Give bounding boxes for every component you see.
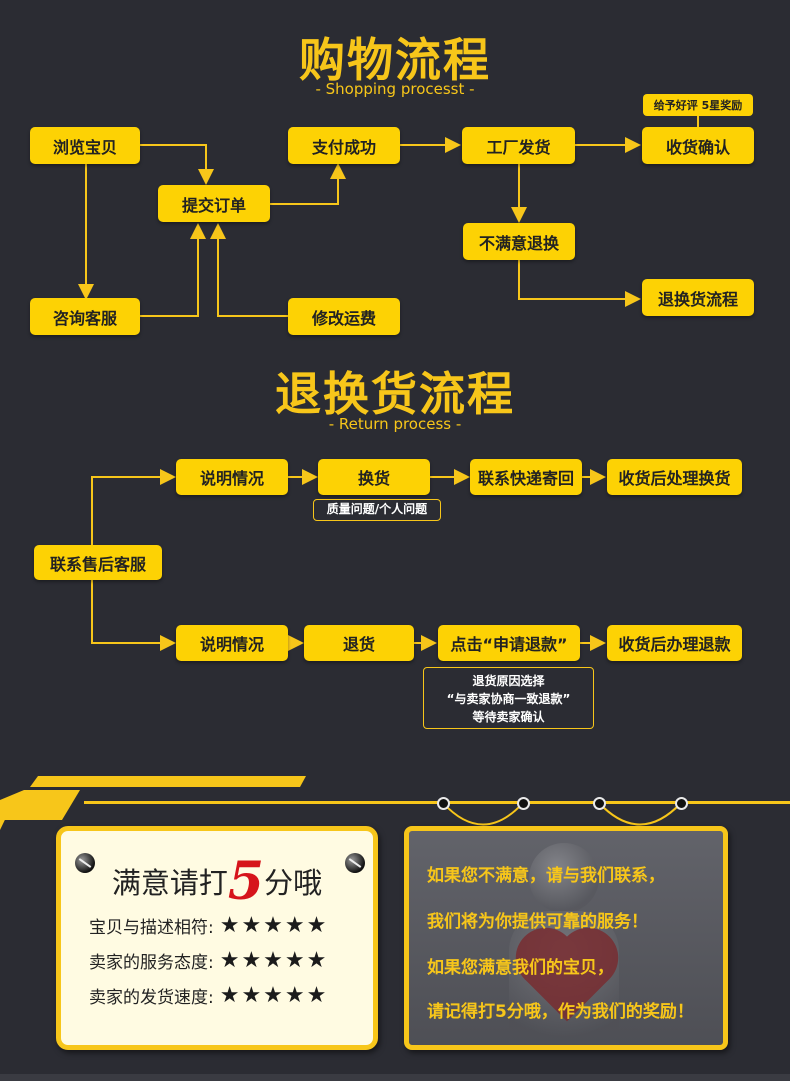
- node-exchange: 换货: [318, 459, 430, 495]
- review-reward-tag: 给予好评 5星奖励: [643, 94, 753, 116]
- shopping-title: 购物流程: [299, 33, 491, 87]
- returns-subtitle: - Return process -: [328, 415, 462, 433]
- message-line: 请记得打5分哦，作为我们的奖励！: [427, 1002, 694, 1022]
- star-rating-icons: ★★★★★: [219, 982, 329, 1008]
- message-line: 我们将为你提供可靠的服务！: [427, 912, 648, 932]
- rating-row-service: 卖家的服务态度: ★★★★★: [89, 947, 329, 973]
- node-process-exchange: 收货后处理换货: [607, 459, 742, 495]
- star-rating-icons: ★★★★★: [219, 947, 329, 973]
- node-contact-aftersales: 联系售后客服: [34, 545, 162, 580]
- figure-illustration: [529, 843, 599, 913]
- rating-panel: 满意请打5分哦 宝贝与描述相符: ★★★★★ 卖家的服务态度: ★★★★★ 卖家…: [56, 826, 378, 1050]
- bolt-icon: [437, 797, 450, 810]
- bolt-icon: [517, 797, 530, 810]
- bolt-icon: [593, 797, 606, 810]
- rating-title-number: 5: [227, 851, 265, 912]
- rating-title-before: 满意请打: [111, 866, 228, 900]
- node-confirm-receipt: 收货确认: [642, 127, 754, 164]
- refund-note-line: 退货原因选择: [472, 674, 545, 688]
- message-line: 如果您满意我们的宝贝，: [427, 958, 614, 978]
- node-consult-service: 咨询客服: [30, 298, 140, 335]
- screw-icon: [75, 853, 95, 873]
- node-process-refund: 收货后办理退款: [607, 625, 742, 661]
- node-browse: 浏览宝贝: [30, 127, 140, 164]
- refund-instructions-note: 退货原因选择 “与卖家协商一致退款” 等待卖家确认: [423, 667, 594, 729]
- message-panel: 如果您不满意，请与我们联系， 我们将为你提供可靠的服务！ 如果您满意我们的宝贝，…: [404, 826, 728, 1050]
- bolt-icon: [675, 797, 688, 810]
- message-line: 如果您不满意，请与我们联系，: [427, 866, 665, 886]
- node-return-goods: 退货: [304, 625, 414, 661]
- rating-label: 宝贝与描述相符:: [89, 917, 214, 938]
- node-explain-return: 说明情况: [176, 625, 288, 661]
- node-payment-success: 支付成功: [288, 127, 400, 164]
- exchange-reason-note: 质量问题/个人问题: [313, 499, 441, 521]
- returns-title: 退换货流程: [275, 367, 515, 421]
- refund-note-line: “与卖家协商一致退款”: [446, 692, 571, 706]
- rating-panel-title: 满意请打5分哦: [61, 851, 373, 912]
- screw-icon: [345, 853, 365, 873]
- refund-note-line: 等待卖家确认: [472, 710, 545, 724]
- node-return-flow: 退换货流程: [642, 279, 754, 316]
- rating-row-shipping: 卖家的发货速度: ★★★★★: [89, 982, 329, 1008]
- node-modify-shipping: 修改运费: [288, 298, 400, 335]
- node-explain-exchange: 说明情况: [176, 459, 288, 495]
- node-submit-order: 提交订单: [158, 185, 270, 222]
- rating-label: 卖家的发货速度:: [89, 987, 214, 1008]
- shopping-subtitle: - Shopping processt -: [315, 80, 475, 98]
- rating-row-description: 宝贝与描述相符: ★★★★★: [89, 912, 329, 938]
- rating-title-after: 分哦: [264, 866, 323, 900]
- node-factory-ship: 工厂发货: [462, 127, 575, 164]
- rating-label: 卖家的服务态度:: [89, 952, 214, 973]
- node-mail-back: 联系快递寄回: [470, 459, 582, 495]
- star-rating-icons: ★★★★★: [219, 912, 329, 938]
- node-unsatisfied-return: 不满意退换: [463, 223, 575, 260]
- node-apply-refund: 点击“申请退款”: [438, 625, 580, 661]
